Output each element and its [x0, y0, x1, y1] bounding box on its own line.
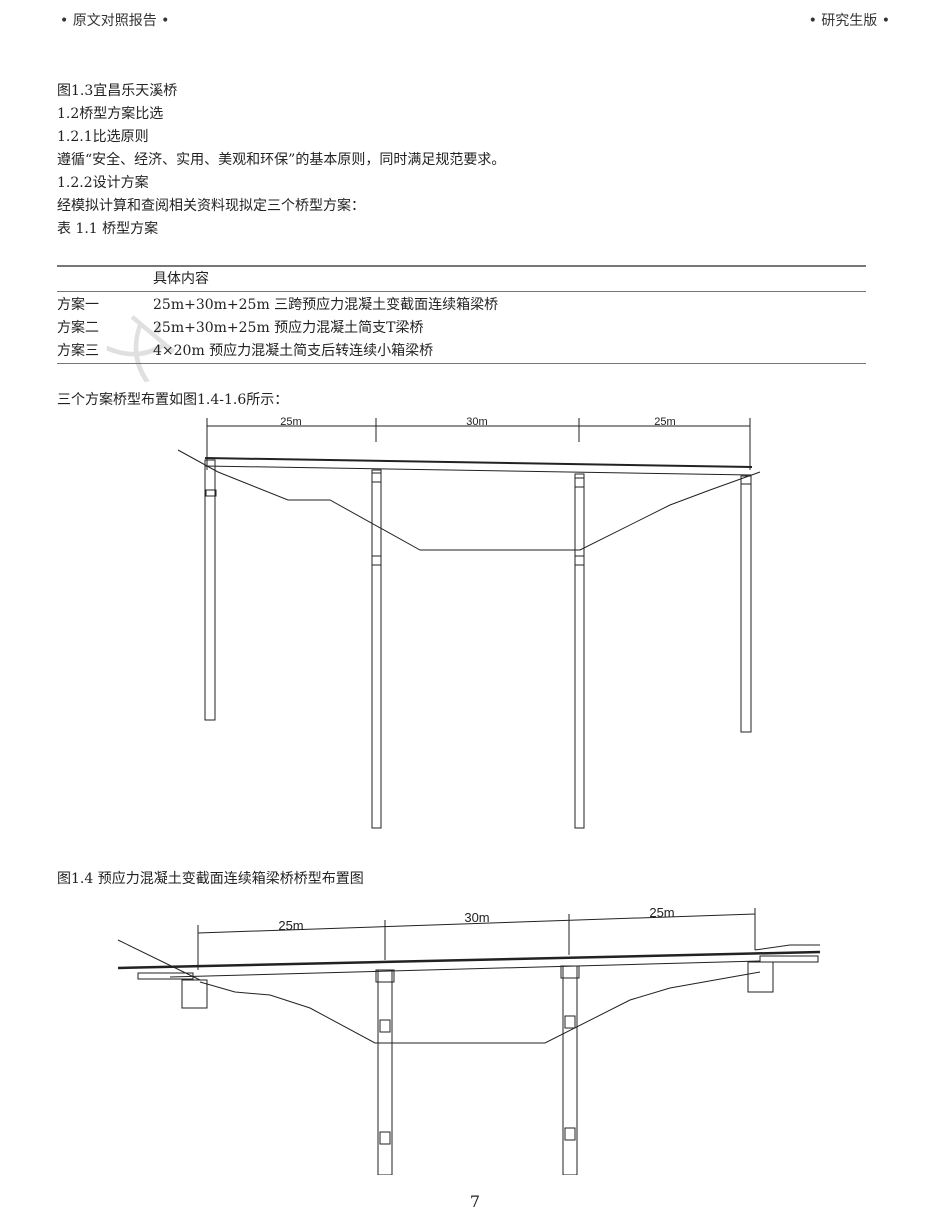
span-label: 25m — [649, 905, 674, 920]
table-row: 方案二 25m+30m+25m 预应力混凝土简支T梁桥 — [57, 317, 424, 339]
dimension-line — [197, 913, 756, 934]
ground-profile — [199, 971, 761, 1044]
principle-paragraph: 遵循“安全、经济、实用、美观和环保”的基本原则，同时满足规范要求。 — [57, 152, 506, 168]
bridge-deck-bottom — [169, 960, 761, 978]
table-header-rule — [57, 291, 866, 292]
ground-profile — [117, 939, 201, 981]
table-row: 方案一 25m+30m+25m 三跨预应力混凝土变截面连续箱梁桥 — [57, 294, 498, 316]
page-number: 7 — [469, 1192, 481, 1211]
figure-1-4-caption: 图1.4 预应力混凝土变截面连续箱梁桥桥型布置图 — [57, 871, 364, 887]
scheme-intro-paragraph: 经模拟计算和查阅相关资料现拟定三个桥型方案： — [57, 198, 365, 214]
table-header-row: 具体内容 — [57, 268, 209, 290]
pier-tie — [564, 1015, 576, 1029]
table-cell: 方案一 — [57, 297, 99, 313]
header-left: • 原文对照报告 • — [60, 13, 170, 29]
pier-right-abutment — [740, 475, 752, 733]
section-1-2-2-heading: 1.2.2设计方案 — [57, 175, 149, 191]
table-bottom-rule — [57, 363, 866, 364]
pier-1 — [371, 469, 382, 829]
ground-profile — [177, 449, 761, 551]
pier-2 — [562, 965, 578, 1175]
bridge-layout-figure-1-4: 25m 30m 25m — [177, 416, 761, 829]
pier-tie — [379, 1131, 391, 1145]
abutment-left — [181, 979, 208, 1009]
table-header-cell: 具体内容 — [153, 271, 209, 287]
table-cell: 25m+30m+25m 预应力混凝土简支T梁桥 — [153, 320, 424, 336]
table-cell: 方案二 — [57, 320, 99, 336]
approach-slab — [137, 972, 194, 980]
pier-left-abutment — [204, 459, 216, 721]
pier-tie — [379, 1019, 391, 1033]
pier-2 — [574, 473, 585, 829]
span-label: 25m — [654, 416, 675, 428]
table-row: 方案三 4×20m 预应力混凝土简支后转连续小箱梁桥 — [57, 340, 433, 362]
section-1-2-heading: 1.2桥型方案比选 — [57, 106, 164, 122]
span-label: 25m — [278, 918, 303, 933]
bridge-deck-top — [204, 457, 753, 468]
bridge-deck-bottom — [204, 465, 753, 476]
pier-tie — [564, 1127, 576, 1141]
pier-cap — [740, 475, 752, 485]
pier-cap — [375, 969, 395, 983]
pier-cap — [574, 477, 585, 488]
approach-slab — [759, 955, 819, 963]
section-1-2-1-heading: 1.2.1比选原则 — [57, 129, 149, 145]
table-top-rule — [57, 265, 866, 267]
pier-tie — [574, 555, 585, 566]
header-right: • 研究生版 • — [808, 13, 890, 29]
table-cell: 25m+30m+25m 三跨预应力混凝土变截面连续箱梁桥 — [153, 297, 499, 313]
pier-cap — [371, 472, 382, 483]
span-label: 25m — [280, 416, 301, 428]
table-cell: 4×20m 预应力混凝土简支后转连续小箱梁桥 — [153, 343, 434, 359]
span-label: 30m — [466, 416, 487, 428]
figure-1-3-caption: 图1.3宜昌乐天溪桥 — [57, 83, 178, 99]
bridge-deck-top — [117, 950, 821, 970]
pier-cap — [560, 965, 580, 979]
span-label: 30m — [464, 910, 489, 925]
pier-tie — [371, 555, 382, 566]
approach-road — [754, 944, 820, 951]
table-1-1-title: 表 1.1 桥型方案 — [57, 221, 159, 237]
abutment-right — [747, 961, 774, 993]
table-cell: 方案三 — [57, 343, 99, 359]
pier-cap — [205, 489, 217, 497]
bridge-layout-figure-1-5: 25m 30m 25m — [117, 905, 821, 1175]
layout-intro-paragraph: 三个方案桥型布置如图1.4-1.6所示： — [57, 392, 289, 408]
